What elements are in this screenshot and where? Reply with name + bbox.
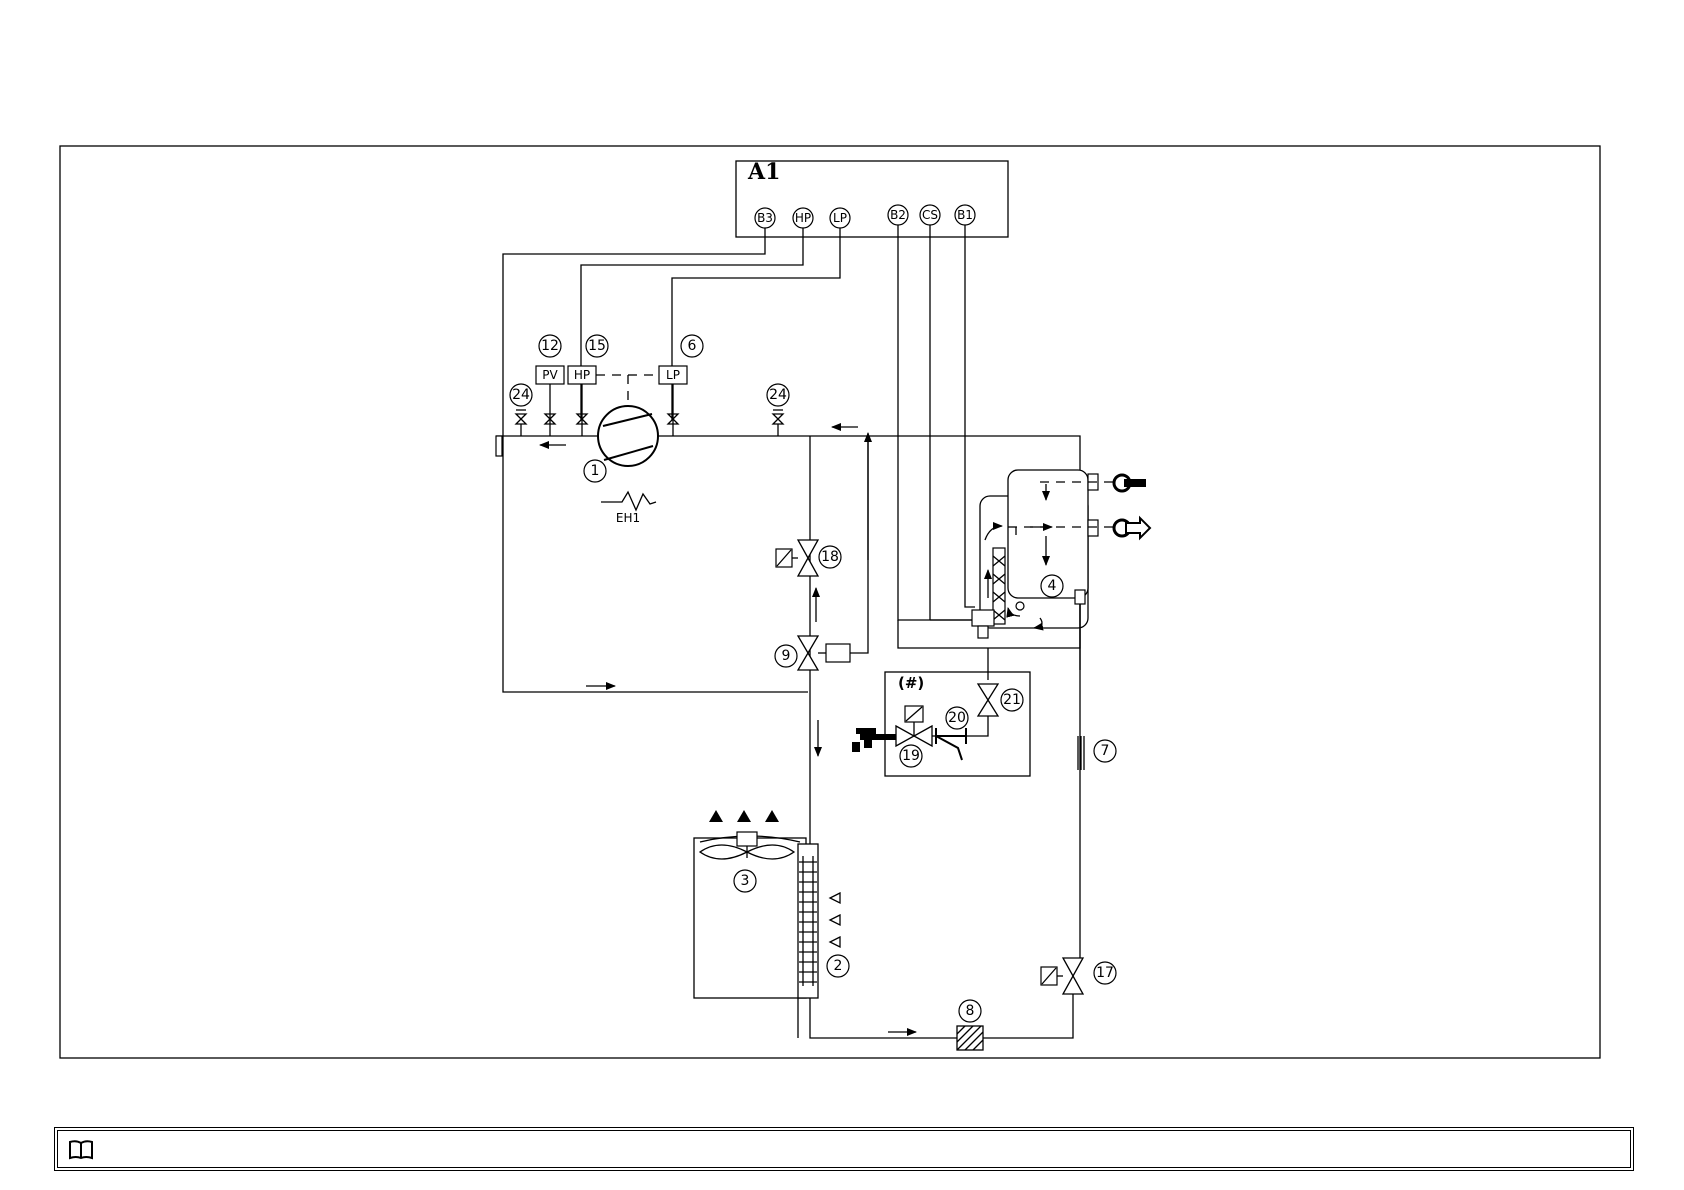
inlet-icon [1114, 475, 1146, 491]
optional-water-kit: (#) 21 20 19 [885, 672, 1030, 776]
port-cs: CS [920, 205, 940, 225]
svg-text:3: 3 [741, 873, 750, 889]
outlet-icon [1114, 518, 1150, 538]
svg-text:LP: LP [666, 368, 680, 382]
water-tap-icon [852, 728, 896, 752]
svg-text:HP: HP [795, 211, 811, 225]
humidifier: 4 [972, 470, 1118, 638]
svg-text:12: 12 [541, 338, 559, 354]
svg-text:15: 15 [588, 338, 606, 354]
port-lp: LP [830, 208, 850, 228]
airflow-up-arrows [709, 810, 779, 822]
svg-text:17: 17 [1096, 965, 1114, 981]
port-b3: B3 [755, 208, 775, 228]
controller-a1: A1 B3 HP LP B2 CS B1 [736, 159, 1008, 237]
humidity-sensor-7: 7 [1078, 604, 1116, 770]
port-b2: B2 [888, 205, 908, 225]
svg-text:8: 8 [966, 1003, 975, 1019]
svg-text:19: 19 [902, 748, 920, 764]
svg-text:4: 4 [1048, 578, 1057, 594]
solenoid-valve-17: 17 [1041, 958, 1116, 994]
diagram-frame [60, 146, 1600, 1058]
port-b1: B1 [955, 205, 975, 225]
svg-text:18: 18 [821, 549, 839, 565]
svg-text:PV: PV [542, 368, 558, 382]
svg-text:B2: B2 [890, 208, 906, 222]
svg-text:1: 1 [591, 463, 600, 479]
sensor-wiring [503, 225, 982, 692]
optional-label: (#) [898, 674, 924, 692]
svg-text:B3: B3 [757, 211, 773, 225]
lp-switch: LP 6 [659, 335, 703, 436]
condenser-unit: 3 2 [694, 810, 849, 998]
book-icon [68, 1140, 94, 1160]
svg-text:9: 9 [782, 648, 791, 664]
service-valve-left: 24 [510, 384, 532, 436]
port-hp: HP [793, 208, 813, 228]
svg-text:24: 24 [769, 387, 787, 403]
svg-text:B1: B1 [957, 208, 973, 222]
solenoid-valve-18: 18 [776, 540, 841, 576]
svg-text:HP: HP [574, 368, 590, 382]
filter-drier-8: 8 [957, 1000, 983, 1050]
pv-transducer: PV 12 [536, 335, 564, 436]
svg-text:7: 7 [1101, 743, 1110, 759]
heater-label: EH1 [616, 511, 640, 525]
svg-text:6: 6 [688, 338, 697, 354]
svg-text:24: 24 [512, 387, 530, 403]
svg-text:20: 20 [948, 710, 966, 726]
expansion-valve-9: 9 [775, 636, 850, 670]
svg-text:21: 21 [1003, 692, 1021, 708]
compressor: 1 EH1 [584, 406, 658, 525]
svg-text:2: 2 [834, 958, 843, 974]
svg-text:CS: CS [922, 208, 938, 222]
footer-bar [54, 1127, 1634, 1171]
svg-text:LP: LP [833, 211, 847, 225]
controller-title: A1 [747, 159, 780, 185]
service-valve-right: 24 [767, 384, 789, 436]
